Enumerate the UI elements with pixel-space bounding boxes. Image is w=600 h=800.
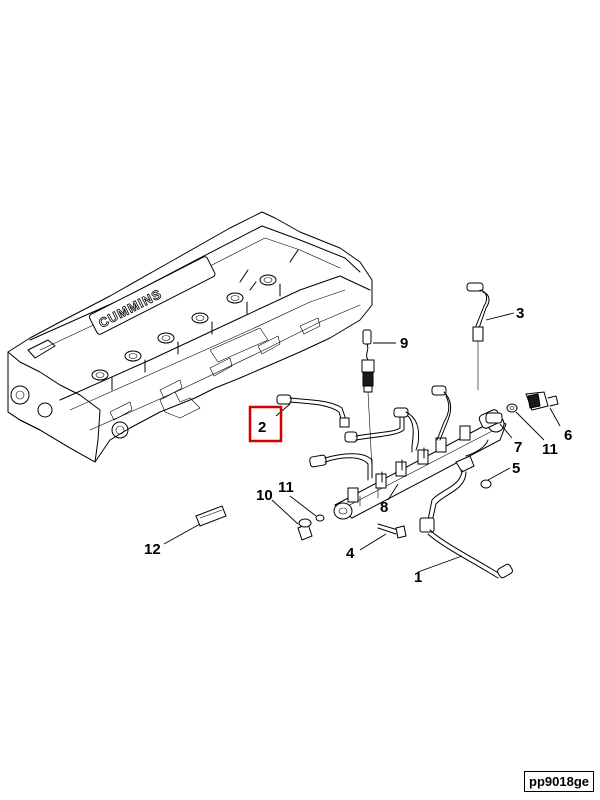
part-11-washer-right [506, 403, 518, 413]
callout-8[interactable]: 8 [380, 499, 388, 516]
figure-code-label: pp9018ge [524, 771, 594, 792]
callout-2[interactable]: 2 [258, 419, 266, 436]
part-6-sensor [525, 391, 559, 411]
callout-9[interactable]: 9 [400, 335, 408, 352]
cummins-logo: CUMMINS [88, 256, 216, 335]
part-9-pressure-sensor [361, 329, 375, 393]
injector-bosses [91, 249, 299, 391]
part-4-banjo-bolt [377, 523, 407, 539]
callout-1[interactable]: 1 [414, 569, 422, 586]
callout-11-left[interactable]: 11 [278, 479, 294, 496]
callout-3[interactable]: 3 [516, 305, 524, 322]
head-ports [109, 317, 321, 421]
part-12-label-plate [195, 505, 227, 527]
part-3-fuel-pipe [466, 282, 490, 391]
callout-12[interactable]: 12 [144, 541, 161, 558]
callouts: 1 2 3 4 5 6 7 8 9 10 11 11 12 [144, 305, 572, 586]
highlight-box-callout-2 [248, 405, 283, 443]
callout-5[interactable]: 5 [512, 460, 520, 477]
part-8-fuel-rail [333, 409, 507, 520]
callout-11-right[interactable]: 11 [542, 441, 558, 458]
part-2-fuel-pipes [276, 385, 452, 481]
callout-10[interactable]: 10 [256, 487, 273, 504]
callout-4[interactable]: 4 [346, 545, 355, 562]
part-7-pressure-relief [485, 412, 503, 424]
leader-lines [163, 312, 561, 573]
part-11-washer-left [315, 514, 325, 522]
callout-7[interactable]: 7 [514, 439, 522, 456]
engine-cylinder-head: CUMMINS [7, 211, 373, 463]
part-5-bracket [455, 439, 492, 489]
part-1-return-pipe [419, 469, 513, 579]
callout-6[interactable]: 6 [564, 427, 572, 444]
part-10-plug [297, 518, 313, 541]
